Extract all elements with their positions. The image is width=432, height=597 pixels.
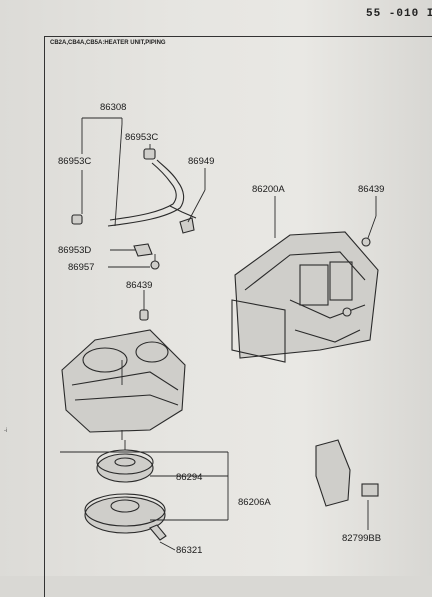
part-label-86953c-left: 86953C (58, 156, 91, 167)
part-label-86439-center: 86439 (126, 280, 152, 291)
part-label-86949: 86949 (188, 156, 214, 167)
part-label-86957: 86957 (68, 262, 94, 273)
exploded-parts-diagram: 86308 86953C 86953C 86949 86200A 86439 8… (58, 102, 384, 556)
page-code: 55 -010 I (366, 8, 432, 20)
part-label-86321: 86321 (176, 545, 202, 556)
part-label-86953c-right: 86953C (125, 132, 158, 143)
heater-unit-drawing (231, 231, 379, 363)
hose-clamp-icon (71, 148, 195, 270)
blower-motor-drawing (84, 493, 167, 541)
part-label-82799bb: 82799BB (342, 533, 381, 544)
part-label-86294: 86294 (176, 472, 202, 483)
blower-case-drawing (61, 309, 186, 433)
hose-leader-lines (81, 117, 206, 310)
part-label-86206a: 86206A (238, 497, 271, 508)
blower-leaders (60, 430, 229, 551)
margin-mark: -i (4, 428, 8, 434)
part-label-86953d: 86953D (58, 245, 91, 256)
diagram-frame (44, 36, 432, 597)
resistor-drawing (315, 439, 379, 530)
heater-unit-leaders (274, 196, 377, 239)
section-header: CB2A,CB4A,CB5A:HEATER UNIT,PIPING (50, 40, 166, 46)
part-label-86200a: 86200A (252, 184, 285, 195)
blower-fan-drawing (96, 440, 154, 483)
part-label-86439-right: 86439 (358, 184, 384, 195)
heater-hose-drawing (107, 159, 197, 227)
part-label-86308: 86308 (100, 102, 126, 113)
